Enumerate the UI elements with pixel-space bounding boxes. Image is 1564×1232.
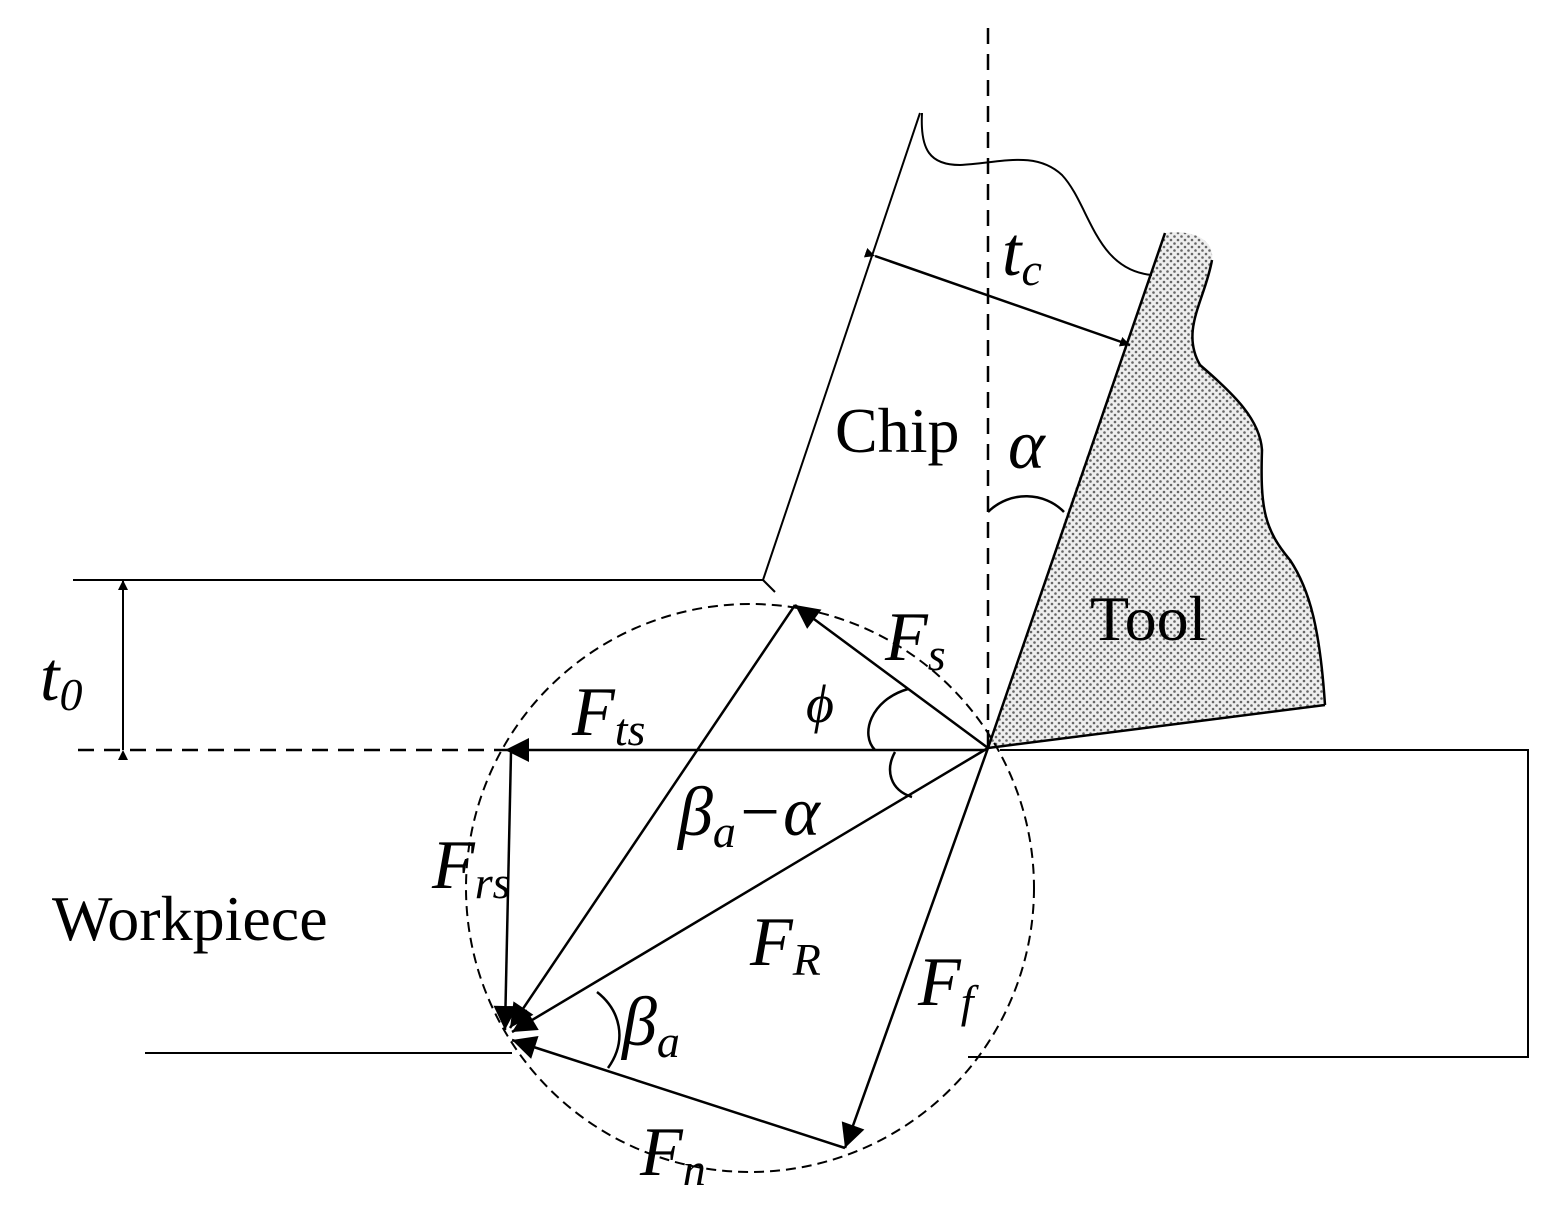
chip-label: Chip xyxy=(835,395,959,466)
t0-label: t0 xyxy=(40,639,82,720)
tool-label: Tool xyxy=(1090,583,1206,654)
force-fn-vector xyxy=(511,1035,846,1150)
workpiece-label: Workpiece xyxy=(52,883,328,954)
force-fs-vector xyxy=(794,603,989,750)
beta-minus-alpha-arc xyxy=(888,751,913,799)
frs-label: Frs xyxy=(431,827,511,908)
chip-outer-edge xyxy=(762,112,921,581)
force-frs-vector xyxy=(493,751,518,1031)
phi-label: ϕ xyxy=(806,674,834,734)
alpha-angle-arc xyxy=(987,495,1065,513)
alpha-label: α xyxy=(1008,407,1046,484)
fr-label: FR xyxy=(749,904,821,985)
chip-break-line xyxy=(920,112,1153,276)
tool-flank-face xyxy=(987,703,1326,750)
merchant-force-circle xyxy=(465,603,1035,1173)
fn-label: Fn xyxy=(639,1114,706,1195)
tool-rake-face xyxy=(986,232,1167,749)
force-ff-vector xyxy=(841,747,990,1149)
ff-label: Ff xyxy=(917,944,980,1027)
tc-dimension-arrow xyxy=(863,247,1131,347)
force-shear-resultant-vector xyxy=(508,604,797,1029)
tool-body xyxy=(988,232,1325,748)
beta-minus-alpha-label: βa−α xyxy=(676,774,821,857)
beta-label: βa xyxy=(620,984,680,1067)
tc-label: tc xyxy=(1002,214,1042,295)
workpiece-machined-surface xyxy=(968,749,1529,1058)
fts-label: Fts xyxy=(571,674,645,755)
phi-angle-arc xyxy=(867,687,909,751)
beta-angle-arc xyxy=(596,991,621,1069)
chip-shear-edge xyxy=(762,579,776,593)
fs-label: Fs xyxy=(884,599,946,680)
tool-break-line xyxy=(1191,259,1327,706)
